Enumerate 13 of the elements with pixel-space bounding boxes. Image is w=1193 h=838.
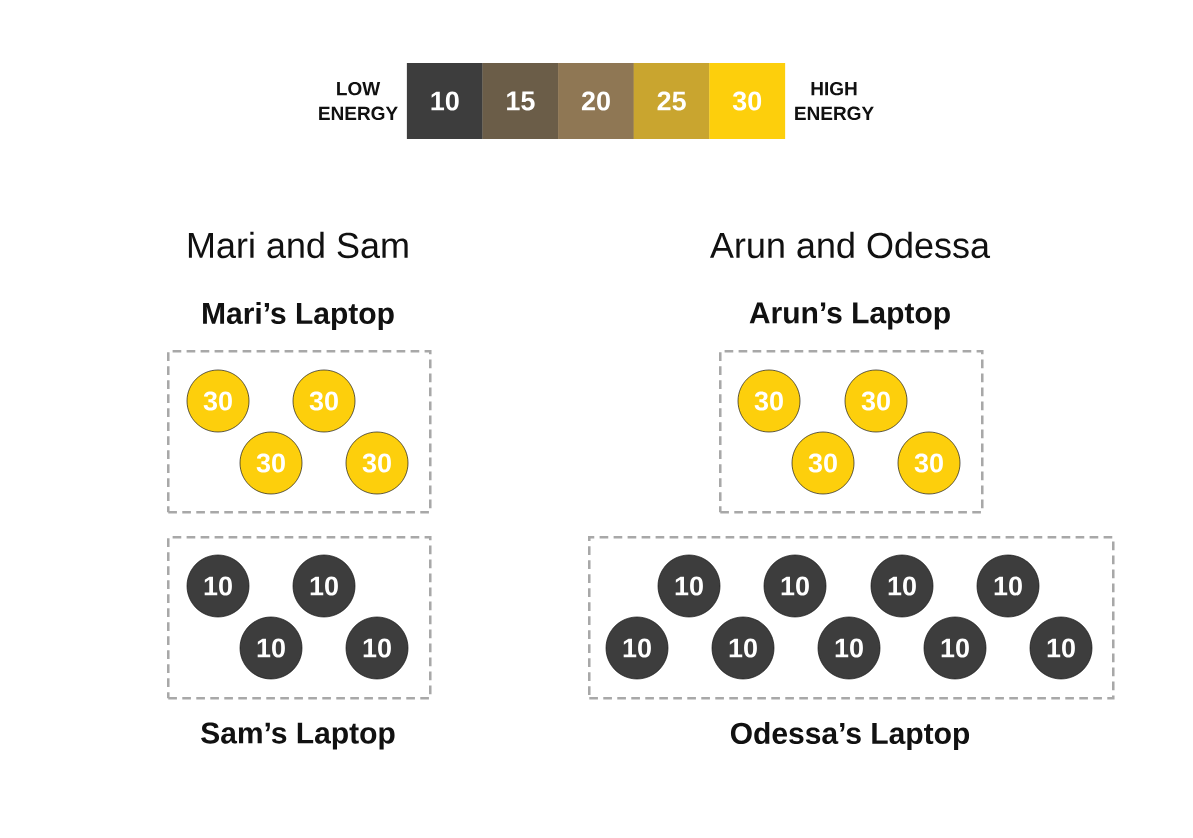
scale-tile: 30 (709, 63, 786, 139)
box-label: Odessa’s Laptop (730, 722, 970, 750)
box-label: Mari’s Laptop (203, 302, 394, 330)
scale-tile: 25 (633, 63, 710, 139)
scale-tile: 10 (406, 63, 483, 139)
box-label: Arun’s Laptop (749, 302, 950, 330)
group-heading: Arun and Odessa (710, 231, 991, 259)
scale-end-label: LOW ENERGY (319, 81, 398, 121)
group-heading: Mari and Sam (188, 231, 408, 259)
scale-end-label: HIGH ENERGY (795, 81, 874, 121)
scale-tile: 15 (482, 63, 559, 139)
scale-tile: 20 (558, 63, 634, 139)
box-label: Sam’s Laptop (201, 722, 395, 750)
